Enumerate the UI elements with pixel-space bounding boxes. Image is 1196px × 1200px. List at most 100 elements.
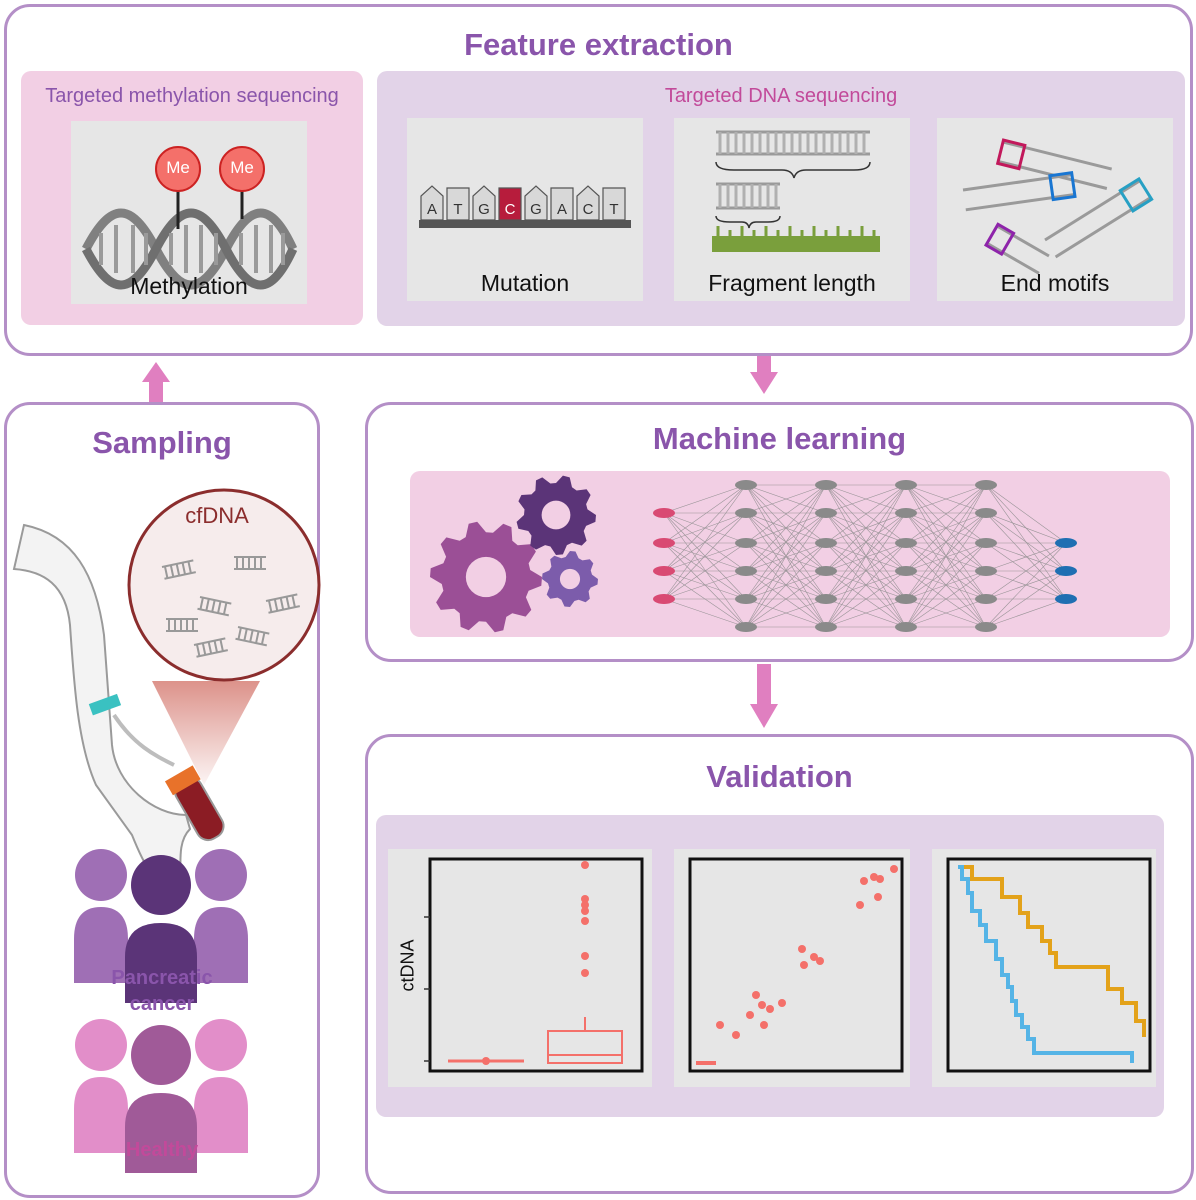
sampling-panel: Sampling cfDNA Pancreati xyxy=(4,402,321,1198)
validation-title: Validation xyxy=(706,759,853,794)
feature-extraction-panel: Feature extraction Targeted methylation … xyxy=(4,4,1193,356)
people-icons xyxy=(74,849,248,1173)
nn-node xyxy=(815,622,837,632)
fragment-length-card-label: Fragment length xyxy=(708,270,876,296)
nn-node xyxy=(1055,566,1077,576)
fragment-length-icon xyxy=(712,130,880,252)
small-gear-icon xyxy=(542,551,598,607)
nn-node xyxy=(735,622,757,632)
methylation-group-label: Targeted methylation sequencing xyxy=(45,85,339,107)
nn-node xyxy=(815,594,837,604)
base-letter: T xyxy=(609,201,618,218)
boxplot-chart xyxy=(424,857,644,1073)
cfdna-fragment xyxy=(234,556,266,570)
nn-node xyxy=(735,566,757,576)
medium-gear-icon xyxy=(516,475,596,555)
arrow-features-to-ml xyxy=(757,356,771,376)
nn-node xyxy=(653,566,675,576)
nn-node xyxy=(895,480,917,490)
nn-node xyxy=(975,538,997,548)
cfdna-fragment xyxy=(197,596,232,617)
cfdna-fragment xyxy=(265,593,301,614)
nn-node xyxy=(895,622,917,632)
boxplot-ylabel: ctDNA xyxy=(397,939,418,992)
nn-node xyxy=(895,594,917,604)
nn-node xyxy=(975,508,997,518)
scatter-chart xyxy=(688,857,904,1073)
nn-node xyxy=(815,566,837,576)
base-tile xyxy=(498,187,522,221)
nn-node xyxy=(975,594,997,604)
base-letter: T xyxy=(453,201,462,218)
end-motifs-icon xyxy=(962,138,1154,275)
nn-node xyxy=(895,538,917,548)
base-tile xyxy=(472,185,496,221)
nn-node xyxy=(735,538,757,548)
nn-node xyxy=(975,480,997,490)
pancreatic-label-2: cancer xyxy=(129,993,195,1015)
nn-node xyxy=(895,566,917,576)
nn-node xyxy=(975,566,997,576)
machine-learning-panel: Machine learning xyxy=(365,402,1194,662)
end-motifs-card: End motifs xyxy=(937,118,1173,301)
base-tile xyxy=(576,185,600,221)
nn-node xyxy=(653,508,675,518)
base-tile xyxy=(550,187,574,221)
base-letter: G xyxy=(478,201,490,218)
cfdna-fragment xyxy=(161,559,197,580)
base-letter: G xyxy=(530,201,542,218)
nn-node xyxy=(815,508,837,518)
nn-node xyxy=(735,508,757,518)
methyl-marker-label-2: Me xyxy=(230,158,254,177)
base-letter: A xyxy=(557,201,567,218)
ml-diagram-area xyxy=(410,471,1170,637)
mutation-card-label: Mutation xyxy=(480,270,570,296)
nn-node xyxy=(1055,538,1077,548)
survival-curve-card xyxy=(932,849,1156,1087)
base-tile xyxy=(602,187,626,221)
base-letter: C xyxy=(505,201,516,218)
nn-node xyxy=(653,594,675,604)
validation-plots-area: ctDNA xyxy=(376,815,1164,1117)
blood-draw-illustration xyxy=(12,488,321,897)
nn-node xyxy=(975,622,997,632)
end-motifs-card-label: End motifs xyxy=(1000,270,1110,296)
nn-node xyxy=(895,508,917,518)
base-tile xyxy=(446,187,470,221)
cfdna-fragment xyxy=(235,626,270,647)
feature-extraction-title: Feature extraction xyxy=(464,27,733,62)
nn-node xyxy=(1055,594,1077,604)
arrow-ml-to-validation xyxy=(757,664,771,708)
validation-panel: Validation ctDNA xyxy=(365,734,1194,1194)
machine-learning-title: Machine learning xyxy=(652,421,907,456)
methyl-marker-label: Me xyxy=(166,158,190,177)
methylation-group: Targeted methylation sequencing Me xyxy=(21,71,363,325)
methylation-dna-icon xyxy=(82,146,298,290)
pancreatic-label-1: Pancreatic xyxy=(111,967,213,989)
cfdna-fragment xyxy=(193,637,229,658)
nn-node xyxy=(735,594,757,604)
dna-group-label: Targeted DNA sequencing xyxy=(664,85,898,107)
healthy-people-icon xyxy=(74,1019,248,1173)
fragment-length-card: Fragment length xyxy=(674,118,910,301)
nn-node xyxy=(653,538,675,548)
survival-chart xyxy=(946,857,1152,1073)
scatter-card xyxy=(674,849,910,1087)
nn-node xyxy=(815,480,837,490)
boxplot-card: ctDNA xyxy=(388,849,652,1087)
nn-node xyxy=(735,480,757,490)
cfdna-fragment xyxy=(166,618,198,632)
base-letter: A xyxy=(427,201,437,218)
base-tile xyxy=(524,185,548,221)
base-letter: C xyxy=(583,201,594,218)
nn-node xyxy=(815,538,837,548)
ml-illustration xyxy=(430,475,1077,633)
healthy-label: Healthy xyxy=(125,1139,199,1161)
cfdna-label: cfDNA xyxy=(185,503,249,528)
pancreatic-people-icon xyxy=(74,849,248,1003)
sampling-title: Sampling xyxy=(92,425,232,460)
large-gear-icon xyxy=(430,521,542,633)
